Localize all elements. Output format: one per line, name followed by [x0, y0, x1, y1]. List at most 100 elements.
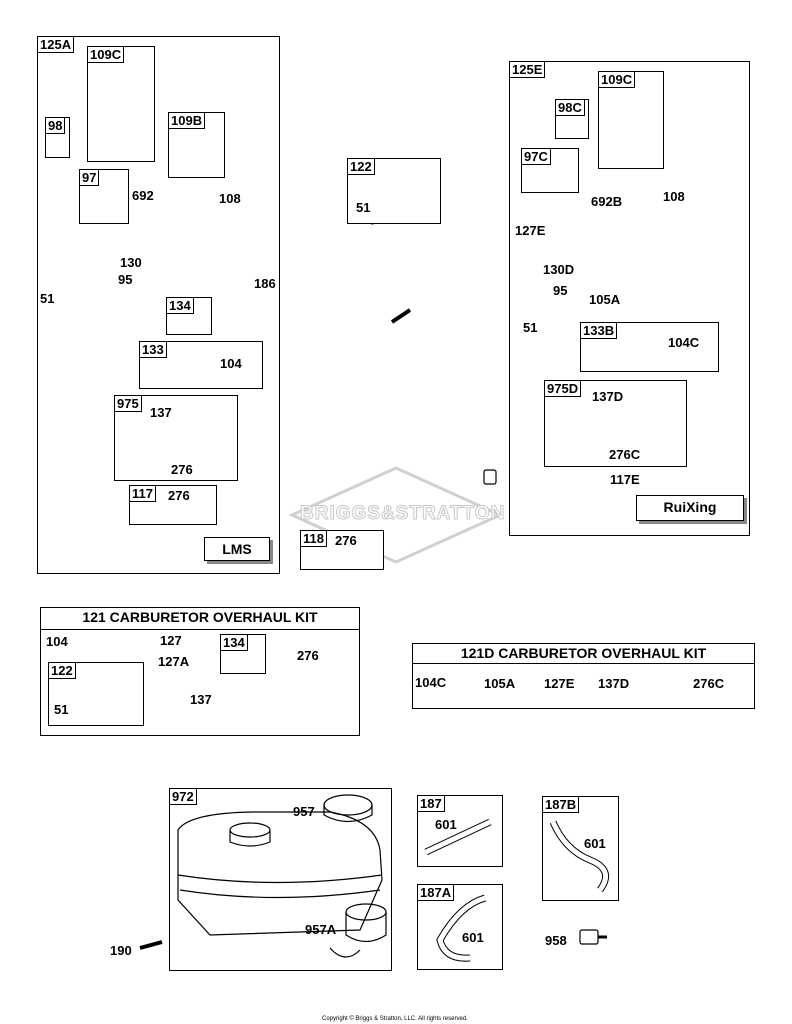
- part-104c-label[interactable]: 104C: [668, 335, 700, 350]
- copyright-notice: Copyright © Briggs & Stratton, LLC. All …: [322, 1016, 468, 1022]
- part-187a-label[interactable]: 187A: [417, 884, 455, 901]
- part-51-gasket-label[interactable]: 51: [356, 200, 371, 215]
- kit-121d-part-105a-label[interactable]: 105A: [484, 676, 516, 691]
- part-118-276-label[interactable]: 276: [335, 533, 357, 548]
- part-692-label[interactable]: 692: [132, 188, 154, 203]
- brand-watermark-logo: [288, 466, 504, 564]
- kit-121d: 121D CARBURETOR OVERHAUL KIT 104C 105A 1…: [412, 643, 755, 709]
- lms-badge: LMS: [204, 537, 270, 561]
- kit-121: 121 CARBURETOR OVERHAUL KIT 104 127 127A…: [40, 607, 360, 736]
- part-127e-label[interactable]: 127E: [515, 223, 546, 238]
- callout-box-109c: 109C: [87, 46, 155, 162]
- callout-box-133: 133 104: [139, 341, 263, 389]
- kit-121d-part-276c-label[interactable]: 276C: [693, 676, 725, 691]
- part-276c-label[interactable]: 276C: [609, 447, 641, 462]
- group-125a-title: 125A: [37, 36, 75, 53]
- kit-121-part-137-label[interactable]: 137: [190, 692, 212, 707]
- group-187a: 187A 601: [417, 884, 503, 970]
- kit-121-part-104-label[interactable]: 104: [46, 634, 68, 649]
- part-130d-label[interactable]: 130D: [543, 262, 575, 277]
- part-95-label[interactable]: 95: [118, 272, 133, 287]
- fuel-cap-957-drawing: [323, 794, 373, 823]
- part-118-label[interactable]: 118: [300, 530, 327, 547]
- part-97-label[interactable]: 97: [79, 169, 100, 186]
- part-117e-label[interactable]: 117E: [610, 472, 640, 487]
- part-276-label[interactable]: 276: [171, 462, 193, 477]
- part-692b-label[interactable]: 692B: [591, 194, 623, 209]
- fuel-line-187a-drawing: [436, 894, 487, 962]
- callout-box-117: 117 276: [129, 485, 217, 525]
- part-975d-label[interactable]: 975D: [544, 380, 582, 397]
- part-98c-label[interactable]: 98C: [555, 99, 585, 116]
- part-117-label[interactable]: 117: [129, 485, 156, 502]
- part-98-label[interactable]: 98: [45, 117, 66, 134]
- callout-box-98c: 98C: [555, 99, 589, 139]
- fuel-line-187b-drawing: [549, 820, 610, 893]
- part-190-label[interactable]: 190: [110, 943, 132, 958]
- part-104-label[interactable]: 104: [220, 356, 242, 371]
- part-957-label[interactable]: 957: [293, 804, 315, 819]
- part-95-e-label[interactable]: 95: [553, 283, 568, 298]
- bolt-118e-drawing: [483, 469, 497, 485]
- kit-121-divider: [41, 629, 359, 630]
- screw-365-drawing: [390, 308, 412, 324]
- part-187-label[interactable]: 187: [417, 795, 445, 812]
- callout-box-133b: 133B 104C: [580, 322, 719, 372]
- callout-box-98: 98: [45, 117, 70, 158]
- kit-121-part-127-label[interactable]: 127: [160, 633, 182, 648]
- part-51-label[interactable]: 51: [40, 291, 55, 306]
- bolt-190-drawing: [139, 940, 163, 950]
- kit-121-title: 121 CARBURETOR OVERHAUL KIT: [82, 609, 318, 625]
- callout-box-97c: 97C: [521, 148, 579, 193]
- fuel-line-187-drawing: [424, 818, 492, 856]
- part-109c-e-label[interactable]: 109C: [598, 71, 636, 88]
- group-125a: 125A 109C 98 109B 97 692 108 130 95 186 …: [37, 36, 280, 574]
- part-109b-label[interactable]: 109B: [168, 112, 206, 129]
- kit-121d-part-137d-label[interactable]: 137D: [598, 676, 630, 691]
- callout-box-134: 134: [166, 297, 212, 335]
- part-137d-label[interactable]: 137D: [592, 389, 624, 404]
- part-134-label[interactable]: 134: [166, 297, 194, 314]
- kit-121d-part-127e-label[interactable]: 127E: [544, 676, 575, 691]
- part-187a-601-label[interactable]: 601: [462, 930, 484, 945]
- part-187b-label[interactable]: 187B: [542, 796, 580, 813]
- ruixing-badge: RuiXing: [636, 495, 744, 521]
- kit-121-part-127a-label[interactable]: 127A: [158, 654, 190, 669]
- group-118: 118 276: [300, 530, 384, 570]
- kit-121d-divider: [413, 663, 754, 664]
- part-108-e-label[interactable]: 108: [663, 189, 685, 204]
- part-137-label[interactable]: 137: [150, 405, 172, 420]
- part-109c-label[interactable]: 109C: [87, 46, 125, 63]
- group-187b: 187B 601: [542, 796, 619, 901]
- callout-box-975d: 975D 137D 276C: [544, 380, 687, 467]
- group-125e-title: 125E: [509, 61, 546, 78]
- group-122-title[interactable]: 122: [347, 158, 375, 175]
- kit-121d-part-104c-label[interactable]: 104C: [415, 675, 447, 690]
- part-187b-601-label[interactable]: 601: [584, 836, 606, 851]
- kit-121-part-134-label[interactable]: 134: [220, 634, 248, 651]
- shutoff-valve-958-drawing: [579, 929, 607, 945]
- part-97c-label[interactable]: 97C: [521, 148, 551, 165]
- fuel-cap-957a-drawing: [329, 903, 387, 958]
- kit-121-part-276-label[interactable]: 276: [297, 648, 319, 663]
- part-276-b-label[interactable]: 276: [168, 488, 190, 503]
- kit-121-part-122-label[interactable]: 122: [48, 662, 76, 679]
- part-975-label[interactable]: 975: [114, 395, 142, 412]
- callout-box-975: 975 137 276: [114, 395, 238, 481]
- part-133-label[interactable]: 133: [139, 341, 167, 358]
- part-957a-label[interactable]: 957A: [305, 922, 337, 937]
- callout-box-97: 97: [79, 169, 129, 224]
- part-51-e-label[interactable]: 51: [523, 320, 538, 335]
- part-108-label[interactable]: 108: [219, 191, 241, 206]
- kit-121-callout-122: 122 51: [48, 662, 144, 726]
- kit-121-part-51-label[interactable]: 51: [54, 702, 69, 717]
- part-972-label[interactable]: 972: [169, 788, 197, 805]
- group-122: 122 51: [347, 158, 441, 224]
- part-186-label[interactable]: 186: [254, 276, 276, 291]
- part-105a-label[interactable]: 105A: [589, 292, 621, 307]
- part-187-601-label[interactable]: 601: [435, 817, 457, 832]
- brand-watermark: BRIGGS&STRATTON: [299, 503, 506, 525]
- part-130-label[interactable]: 130: [120, 255, 142, 270]
- part-133b-label[interactable]: 133B: [580, 322, 618, 339]
- part-958-label[interactable]: 958: [545, 933, 567, 948]
